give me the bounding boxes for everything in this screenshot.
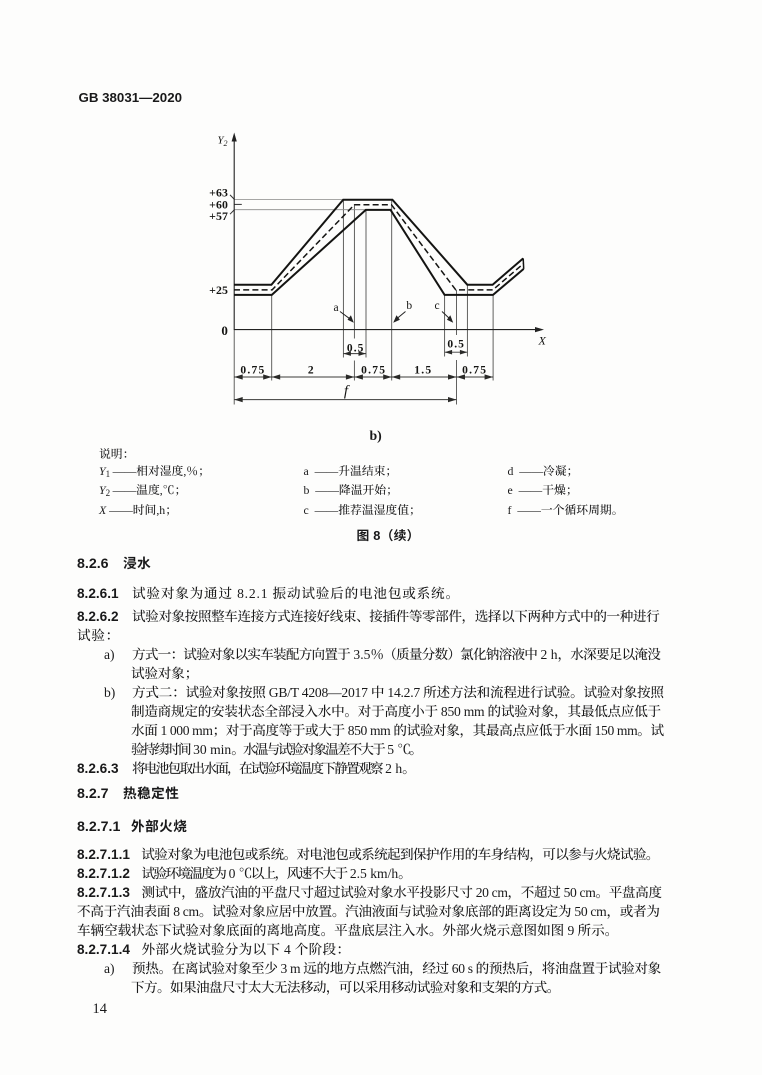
svg-text:f: f [344, 384, 350, 400]
svg-text:+63: +63 [209, 185, 228, 199]
svg-text:0.5: 0.5 [347, 343, 365, 355]
svg-text:c: c [434, 300, 439, 312]
svg-text:0: 0 [221, 323, 228, 338]
svg-text:b: b [406, 300, 412, 312]
svg-text:+57: +57 [209, 209, 228, 223]
svg-text:+60: +60 [209, 198, 228, 212]
svg-text:0.75: 0.75 [240, 364, 265, 376]
svg-text:0.75: 0.75 [462, 364, 487, 376]
svg-text:2: 2 [308, 364, 315, 376]
svg-text:1.5: 1.5 [414, 364, 432, 376]
svg-text:+25: +25 [209, 283, 228, 297]
svg-text:0.75: 0.75 [361, 364, 386, 376]
svg-text:Y2: Y2 [218, 135, 228, 148]
svg-text:a: a [333, 302, 338, 314]
svg-text:X: X [538, 334, 547, 348]
svg-text:0.5: 0.5 [447, 338, 465, 350]
